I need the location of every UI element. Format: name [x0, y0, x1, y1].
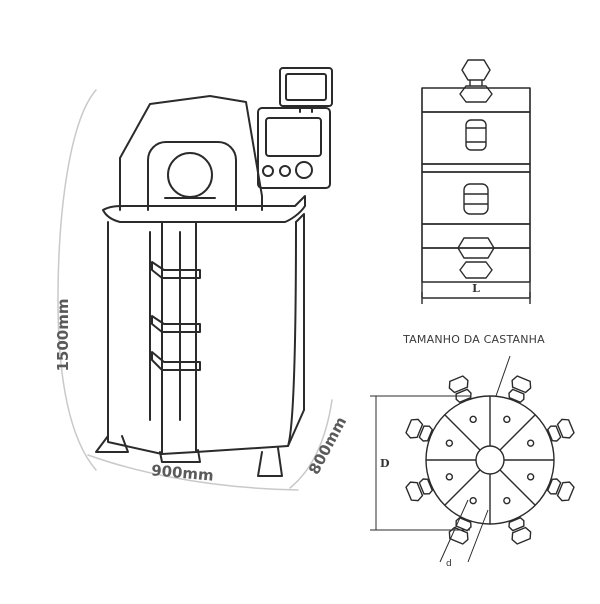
die-stack-detail — [421, 59, 531, 304]
die-width-dimension-line — [439, 499, 489, 563]
height-guide-curve — [57, 89, 97, 471]
fitting-4 — [457, 237, 495, 279]
die-segment-nut — [546, 478, 575, 502]
die-disc — [167, 152, 213, 198]
left-foot — [95, 435, 129, 453]
door-foot — [159, 449, 201, 463]
die-segment-divider — [444, 469, 481, 506]
diameter-label: D — [380, 457, 390, 470]
die-segment-bolt-hole — [526, 439, 535, 447]
control-knob — [295, 161, 313, 179]
die-segment-divider — [444, 414, 481, 451]
cabinet-door — [161, 221, 197, 455]
depth-guide-curve — [289, 399, 333, 489]
crimping-machine — [57, 67, 333, 491]
fitting-1 — [459, 59, 493, 103]
secondary-monitor — [279, 67, 333, 107]
die-segment-nut — [405, 478, 434, 502]
die-segment-5 — [421, 223, 531, 249]
drawer-guides — [149, 231, 181, 421]
die-segment-bolt-hole — [469, 496, 477, 505]
drawer-2 — [151, 315, 201, 333]
die-width-label: d — [446, 559, 452, 569]
die-segment-bolt-hole — [445, 473, 454, 481]
die-segment-nut — [405, 418, 434, 442]
drawer-1 — [151, 261, 201, 279]
die-segment-bolt-hole — [469, 415, 477, 424]
die-segment-bolt-hole — [445, 439, 454, 447]
height-dimension-label: 1500mm — [54, 298, 72, 371]
die-segment-bolt-hole — [526, 473, 535, 481]
cabinet-front-right-panel — [195, 221, 297, 453]
control-button-right — [279, 165, 291, 177]
length-dimension-line — [421, 292, 531, 304]
die-segment-nut — [546, 418, 575, 442]
die-segment-bolt-hole — [503, 496, 511, 505]
width-guide-curve — [87, 454, 299, 491]
die-size-leader — [495, 355, 511, 397]
die-segment-1 — [421, 87, 531, 113]
cabinet-side-right — [287, 213, 305, 447]
machine-top-frame — [119, 95, 263, 211]
machine-top-plate — [102, 195, 306, 223]
drawer-3 — [151, 351, 201, 371]
diameter-dimension-line — [370, 395, 470, 531]
die-segment-4 — [421, 171, 531, 225]
die-size-title: TAMANHO DA CASTANHA — [402, 333, 545, 346]
control-button-left — [262, 165, 274, 177]
monitor-stand — [299, 105, 313, 113]
die-segments — [426, 396, 554, 524]
length-label: L — [472, 282, 480, 295]
right-foot — [257, 447, 283, 477]
control-panel-box — [257, 107, 331, 189]
die-segment-3 — [421, 163, 531, 173]
die-segment-nut — [508, 516, 532, 545]
die-segment-divider — [499, 469, 536, 506]
control-panel-screen — [265, 117, 322, 157]
secondary-monitor-screen — [285, 73, 327, 101]
die-segment-nut — [448, 516, 472, 545]
machine-head-opening — [147, 141, 237, 211]
die-segment-nut — [448, 375, 472, 404]
die-segment-nut — [508, 375, 532, 404]
fitting-2 — [465, 119, 487, 151]
die-segment-6 — [421, 247, 531, 283]
cabinet-left-panel — [107, 221, 163, 455]
die-segment-bolt-hole — [503, 415, 511, 424]
fitting-3 — [463, 183, 489, 215]
die-set-cross-section — [370, 375, 575, 563]
width-dimension-label: 900mm — [150, 461, 214, 484]
die-set-center-hole — [475, 445, 505, 475]
die-segment-divider — [499, 414, 536, 451]
die-segment-nuts — [405, 375, 575, 545]
